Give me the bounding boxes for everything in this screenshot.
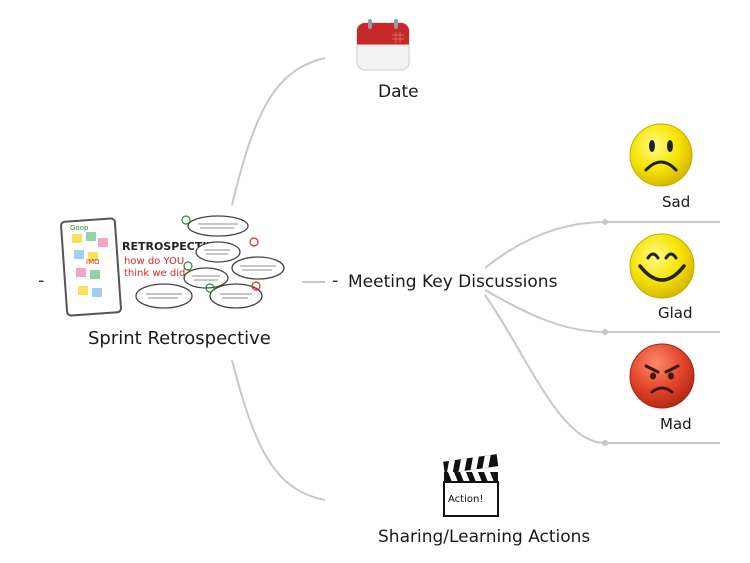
sad-label[interactable]: Sad [662, 193, 691, 211]
clapperboard-icon: Action! [440, 452, 502, 518]
connector-sad [484, 221, 720, 269]
sticky-board-icon: Goop IMO [60, 217, 122, 317]
bubble-scribbles [146, 223, 276, 299]
svg-text:IMO: IMO [86, 258, 100, 266]
branch-meeting-label[interactable]: Meeting Key Discussions [348, 272, 558, 292]
branch-actions-label[interactable]: Sharing/Learning Actions [378, 527, 591, 547]
mad-label[interactable]: Mad [660, 415, 692, 433]
connector-mad [484, 294, 720, 444]
retro-question-2: think we did? [124, 268, 191, 279]
sad-face-icon [628, 122, 694, 188]
central-collapse-toggle[interactable]: - [38, 270, 45, 291]
node-dot-glad [602, 329, 608, 335]
retrospective-image: Goop IMO RETROSPECTIVE how do YOU think … [60, 212, 292, 324]
node-dot-mad [602, 440, 608, 446]
central-topic-title[interactable]: Sprint Retrospective [88, 328, 271, 349]
calendar-icon [354, 17, 412, 73]
connector-actions [231, 359, 326, 501]
clapper-text: Action! [448, 494, 483, 505]
connector-glad [484, 289, 720, 333]
node-dot-sad [602, 219, 608, 225]
branch-date-label[interactable]: Date [378, 82, 419, 102]
retro-question-1: how do YOU [124, 256, 184, 267]
angry-face-icon [628, 342, 696, 410]
svg-text:Goop: Goop [70, 224, 89, 232]
glad-face-icon [628, 232, 696, 300]
meeting-collapse-toggle[interactable]: - [332, 270, 339, 291]
connector-date [231, 57, 326, 206]
speech-bubbles [135, 215, 285, 309]
glad-label[interactable]: Glad [658, 304, 693, 322]
reaction-faces [181, 215, 261, 293]
